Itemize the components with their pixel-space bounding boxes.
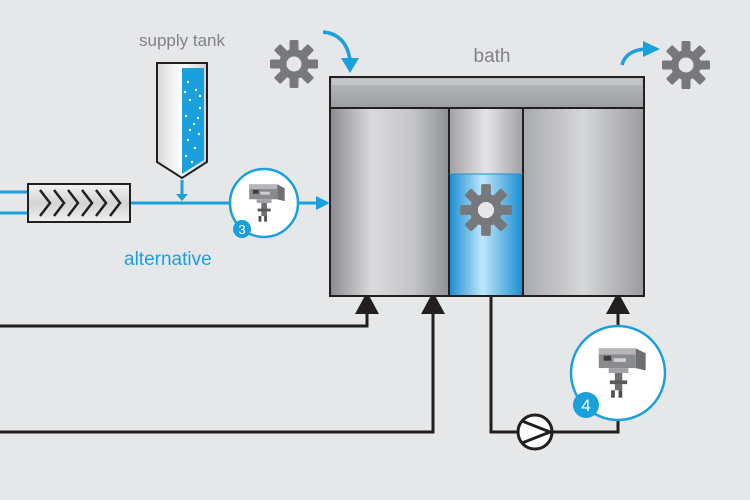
sensor-3-number: 3 [238,222,245,237]
gear-icon-outlet [662,41,710,89]
tank-drop-arrow [176,194,188,201]
sensor-4: 4 [569,324,667,422]
curved-arrow-icon-out [620,41,660,66]
return-line-upper [0,308,369,328]
feed-arrow [316,196,330,210]
bath-label: bath [474,46,511,67]
supply-tank-label: supply tank [139,31,225,50]
alternative-label: alternative [124,249,212,270]
tank-bubbles [183,80,202,164]
bath [329,76,645,297]
curved-arrow-icon-in [322,30,359,73]
return-line-lower [0,308,435,434]
pump-icon [516,413,555,451]
bath-right-wall [522,107,645,297]
arrow-up-3 [606,292,630,314]
sensor-3: 3 [228,167,300,239]
bath-left-wall [329,107,450,297]
black-pipes [0,296,620,434]
gear-icon-bath [460,184,512,236]
black-arrowheads [355,292,630,314]
supply-tank [156,62,208,180]
arrow-up-2 [421,292,445,314]
arrow-up-1 [355,292,379,314]
screw-conveyor-icon [27,183,131,223]
gear-icon-inlet [270,40,318,88]
sensor-4-number: 4 [581,396,590,415]
